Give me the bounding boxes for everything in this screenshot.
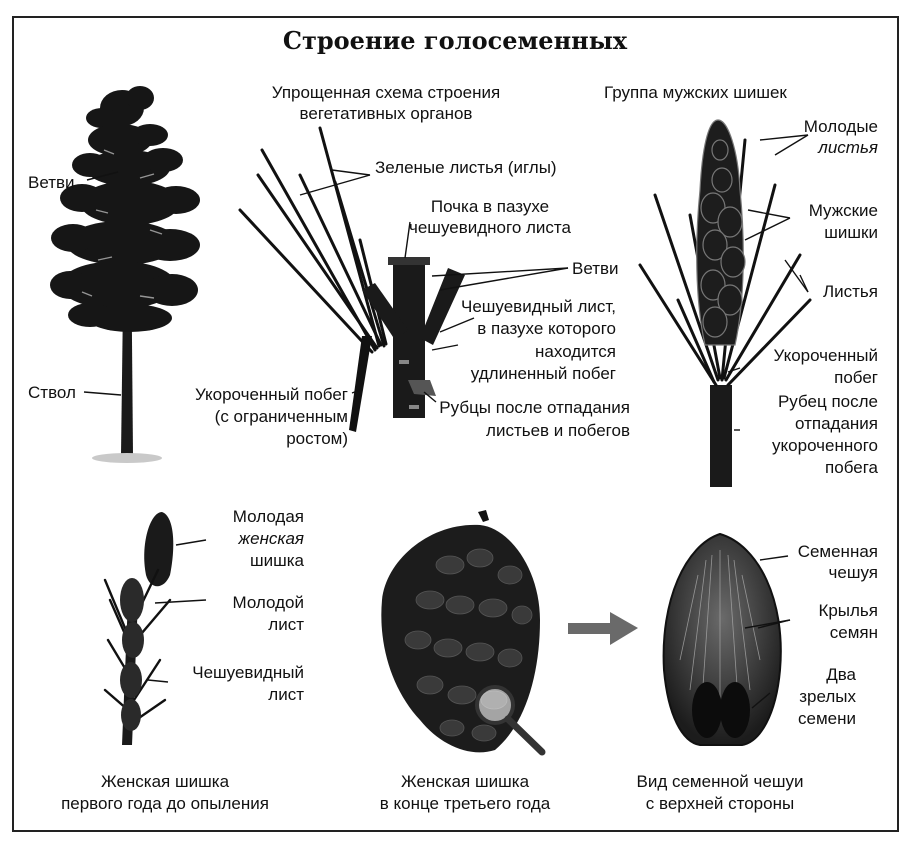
male-cone-cluster	[696, 119, 746, 346]
label-green-leaves: Зеленые листья (иглы)	[375, 158, 557, 177]
pine-tree-drawing	[50, 86, 200, 463]
tree-leader-lines	[83, 171, 122, 396]
schematic-heading-line-2: вегетативных органов	[299, 104, 473, 123]
label-seeds-line-2: зрелых	[799, 687, 856, 706]
label-seed-scale-line-2: чешуя	[828, 563, 878, 582]
figure-frame	[12, 16, 899, 832]
label-male-short-shoot-line-2: побег	[834, 368, 878, 387]
label-seed-scale-line-1: Семенная	[797, 542, 878, 561]
caption-first-year-line-2: первого года до опыления	[61, 794, 269, 813]
caption-seed-scale-line-1: Вид семенной чешуи	[636, 772, 804, 791]
label-bud-line-1: Почка в пазухе	[430, 197, 550, 216]
label-young-cone-line-3: шишка	[249, 551, 304, 570]
label-male-short-shoot-line-1: Укороченный	[773, 346, 878, 365]
label-male-leaves: Листья	[822, 282, 878, 301]
male-leader-lines	[727, 134, 809, 431]
label-short-shoot-line-3: ростом)	[286, 429, 348, 448]
label-young: Молодые	[803, 117, 878, 136]
label-f-scale-leaf-line-2: лист	[268, 685, 304, 704]
page-title: Строение голосеменных	[282, 26, 628, 55]
magnifier-icon	[475, 685, 546, 756]
schematic-leader-lines	[299, 169, 569, 403]
female1-leader-lines	[147, 539, 207, 683]
label-scar-line-1: Рубец после	[777, 392, 878, 411]
male-cones-heading: Группа мужских шишек	[604, 83, 787, 102]
label-short-shoot-line-2: (с ограниченным	[214, 407, 348, 426]
label-f-scale-leaf-line-1: Чешуевидный	[192, 663, 304, 682]
label-young-leaf-line-2: лист	[268, 615, 304, 634]
label-male-cones-line-2: шишки	[824, 223, 878, 242]
label-male-cones-line-1: Мужские	[808, 201, 878, 220]
label-scale-leaf-line-1: Чешуевидный лист,	[460, 297, 616, 316]
label-seeds-line-1: Два	[826, 665, 856, 684]
caption-first-year-line-1: Женская шишка	[100, 772, 230, 791]
label-young-cone-line-1: Молодая	[232, 507, 304, 526]
caption-third-year-line-2: в конце третьего года	[379, 794, 551, 813]
label-scale-leaf-line-3: находится	[535, 342, 616, 361]
seed-scale-leader-lines	[744, 555, 791, 709]
label-tree-branches: Ветви	[28, 173, 75, 192]
seed-scale-drawing	[662, 532, 782, 746]
label-scar-line-3: укороченного	[772, 436, 878, 455]
label-wings-line-1: Крылья	[818, 601, 878, 620]
caption-third-year-line-1: Женская шишка	[400, 772, 530, 791]
label-short-shoot-line-1: Укороченный побег	[194, 385, 348, 404]
caption-seed-scale-line-2: с верхней стороны	[645, 794, 795, 813]
label-scar-line-4: побега	[825, 458, 878, 477]
label-scars-line-2: листьев и побегов	[486, 421, 630, 440]
label-scars-line-1: Рубцы после отпадания	[439, 398, 630, 417]
label-tree-trunk: Ствол	[28, 383, 76, 402]
label-young-leaves: листья	[818, 138, 878, 157]
male-cones-drawing	[638, 119, 812, 487]
label-young-cone-line-2: женская	[238, 529, 304, 548]
label-wings-line-2: семян	[829, 623, 878, 642]
label-scar-line-2: отпадания	[795, 414, 878, 433]
label-scale-leaf-line-4: удлиненный побег	[470, 364, 616, 383]
label-bud-line-2: чешуевидного листа	[409, 218, 571, 237]
label-young-leaf-line-1: Молодой	[232, 593, 305, 612]
schematic-heading-line-1: Упрощенная схема строения	[271, 83, 501, 102]
label-branches-schematic: Ветви	[572, 259, 619, 278]
female-third-year-drawing	[381, 510, 546, 756]
arrow-right-icon	[568, 612, 638, 645]
tree-crown	[50, 86, 200, 332]
label-scale-leaf-line-2: в пазухе которого	[477, 319, 616, 338]
male-stem	[710, 385, 732, 487]
female-first-year-drawing	[103, 512, 174, 745]
label-seeds-line-3: семени	[798, 709, 856, 728]
